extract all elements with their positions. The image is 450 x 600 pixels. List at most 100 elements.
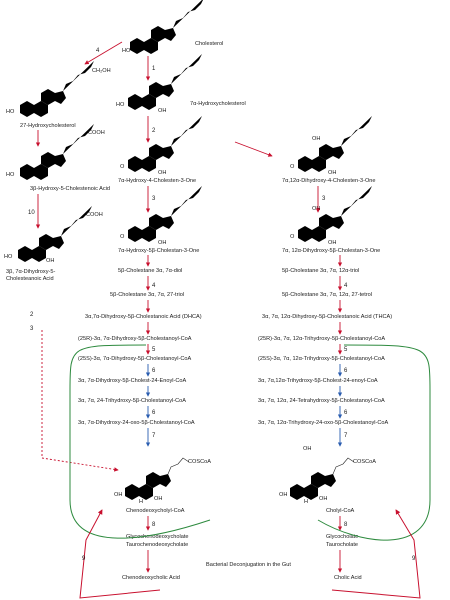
l-oxo-label: 3α, 7α-Dihydroxy-24-oxo-5β-Cholestanoyl-… (78, 420, 195, 426)
step-5: 5 (152, 347, 156, 353)
o-label: O (120, 234, 125, 240)
hydroxy7a-label: 7α-Hydroxycholesterol (190, 101, 246, 107)
tauro-cdca-label: Taurochenodeoxycholate (126, 542, 188, 548)
ch2oh-label: CH₂OH (92, 68, 111, 74)
enterohepatic-loop-left (69, 344, 211, 539)
cholic-acid-label: Cholic Acid (334, 575, 362, 581)
oh-label: OH (319, 496, 327, 502)
oh-label: OH (328, 170, 336, 176)
cooh-label: COOH (86, 212, 103, 218)
step-numbers: 1 4 2 3 3 10 4 4 2 3 5 5 6 6 6 6 7 7 8 8… (28, 48, 416, 562)
ho-label: HO (6, 172, 15, 178)
hydroxy5b-one-label: 7α-Hydroxy-5β-Cholestan-3-One (118, 248, 199, 254)
ho-label: HO (116, 102, 125, 108)
step-3: 3 (322, 196, 326, 202)
dihydroxycholestenoic-label-line1: 3β, 7α-Dihydroxy-5- (6, 269, 55, 275)
step-6: 6 (152, 368, 156, 374)
cholyl-coa-structure (290, 457, 355, 500)
diol-label: 5β-Cholestane 3α, 7α-diol (118, 268, 182, 274)
dihydroxy5b-one-label: 7α, 12α-Dihydroxy-5β-Cholestan-3-One (282, 248, 380, 254)
o-label: O (290, 234, 295, 240)
cooh-label: COOH (88, 130, 105, 136)
cholyl-coa-label: Cholyl-CoA (326, 508, 355, 514)
oh-label: OH (312, 136, 320, 142)
step-4: 4 (344, 283, 348, 289)
cdca-coa-label: Chenodeoxycholyl-CoA (126, 508, 185, 514)
l-coa25r-label: (25R)-3α, 7α-Dihydroxy-5β-Cholestanoyl-C… (78, 336, 192, 342)
o-label: O (120, 164, 125, 170)
l-trihydroxy-label: 3α, 7α, 24-Trihydroxy-5β-Cholestanoyl-Co… (78, 398, 186, 404)
r-coa25s-label: (25S)-3α, 7α, 12α-Trihydroxy-5β-Cholesta… (258, 356, 385, 362)
r-oxo-label: 3α, 7α, 12α-Trihydroxy-24-oxo-5β-Cholest… (258, 420, 388, 426)
cdca-label: Chenodeoxycholic Acid (122, 575, 180, 581)
oh-label: OH (303, 446, 311, 452)
taurocholate-label: Taurocholate (326, 542, 358, 548)
cholestenoic3b-label: 3β-Hydroxy-5-Cholestenoic Acid (30, 186, 110, 192)
dihydroxy4-one-label: 7α,12α-Dihydroxy-4-Cholesten-3-One (282, 178, 376, 184)
step-4: 4 (152, 283, 156, 289)
coscoa-label: COSCoA (188, 459, 211, 465)
step-6: 6 (344, 410, 348, 416)
hydroxy4-one-structure (128, 116, 207, 172)
step-8: 8 (344, 522, 348, 528)
oh-label: OH (279, 492, 287, 498)
bacterial-deconjugation-annotation: Bacterial Deconjugation in the Gut (206, 562, 291, 568)
step-3: 3 (152, 196, 156, 202)
step-6: 6 (152, 410, 156, 416)
dhca-label: 3α,7α-Dihydroxy-5β-Cholestanoic Acid (DH… (85, 314, 202, 320)
step-2: 2 (152, 128, 156, 134)
tetrol-label: 5β-Cholestane 3α, 7α, 12α, 27-tetrol (282, 292, 372, 298)
step-9: 9 (412, 556, 416, 562)
l-enoyl-label: 3α, 7α-Dihydroxy-5β-Cholest-24-Enoyl-CoA (78, 378, 187, 384)
oh-label: OH (158, 108, 166, 114)
h-label: H (139, 499, 143, 505)
oh-label: OH (154, 496, 162, 502)
recycle-arrow-right (331, 509, 421, 599)
recycle-arrow-left (79, 509, 161, 599)
ho-label: HO (122, 48, 131, 54)
dihydroxycholestenoic-label-line2: Cholesteanoic Acid (6, 276, 54, 282)
hydroxy27-structure (20, 61, 99, 117)
cdca-coa-structure (125, 457, 190, 500)
cholesterol-label: Cholesterol (195, 41, 223, 47)
step-3: 3 (30, 326, 34, 332)
step-6: 6 (344, 368, 348, 374)
dihydroxy5b-one-structure (298, 186, 377, 242)
triol-right-label: 5β-Cholestane 3α, 7α, 12α-triol (282, 268, 359, 274)
r-coa25r-label: (25R)-3α, 7α, 12α-Trihydroxy-5β-Cholesta… (258, 336, 385, 342)
step-8: 8 (152, 522, 156, 528)
r-tetrahydroxy-label: 3α, 7α, 12α, 24-Tetrahydroxy-5β-Cholesta… (258, 398, 385, 404)
hydroxy5b-one-structure (128, 186, 207, 242)
pathway-arrows (35, 41, 343, 573)
thca-label: 3α, 7α, 12α-Dihydroxy-5β-Cholestanoic Ac… (262, 314, 392, 320)
r-enoyl-label: 3α, 7α,12α-Trihydroxy-5β-Cholest-24-enoy… (258, 378, 378, 384)
oh-label: OH (46, 258, 54, 264)
l-coa25s-label: (25S)-3α, 7α-Dihydroxy-5β-Cholestanoyl-C… (78, 356, 191, 362)
dihydroxy4-one-structure (298, 116, 377, 172)
hydroxy4-one-label: 7α-Hydroxy-4-Cholesten-3-One (118, 178, 196, 184)
oh-label: OH (312, 206, 320, 212)
step-7: 7 (344, 433, 348, 439)
glyco-cdca-label: Glycochenodeoxycholate (126, 534, 189, 540)
coscoa-label: COSCoA (353, 459, 376, 465)
oh-label: OH (114, 492, 122, 498)
enterohepatic-loop-right (317, 344, 431, 541)
step-4: 4 (96, 48, 100, 54)
step-2: 2 (30, 312, 34, 318)
step-1: 1 (152, 66, 156, 72)
triol27-label: 5β-Cholestane 3α, 7α, 27-triol (110, 292, 184, 298)
step-7: 7 (152, 433, 156, 439)
h-label: H (304, 499, 308, 505)
oh-label: OH (158, 240, 166, 246)
glycocholate-label: Glycocholate (326, 534, 358, 540)
o-label: O (290, 164, 295, 170)
step-9: 9 (82, 556, 86, 562)
ho-label: HO (6, 109, 15, 115)
step-5: 5 (344, 347, 348, 353)
oh-label: OH (328, 240, 336, 246)
step-10: 10 (28, 210, 35, 216)
hydroxy27-label: 27-Hydroxycholesterol (20, 123, 76, 129)
ho-label: HO (4, 254, 13, 260)
oh-label: OH (158, 170, 166, 176)
